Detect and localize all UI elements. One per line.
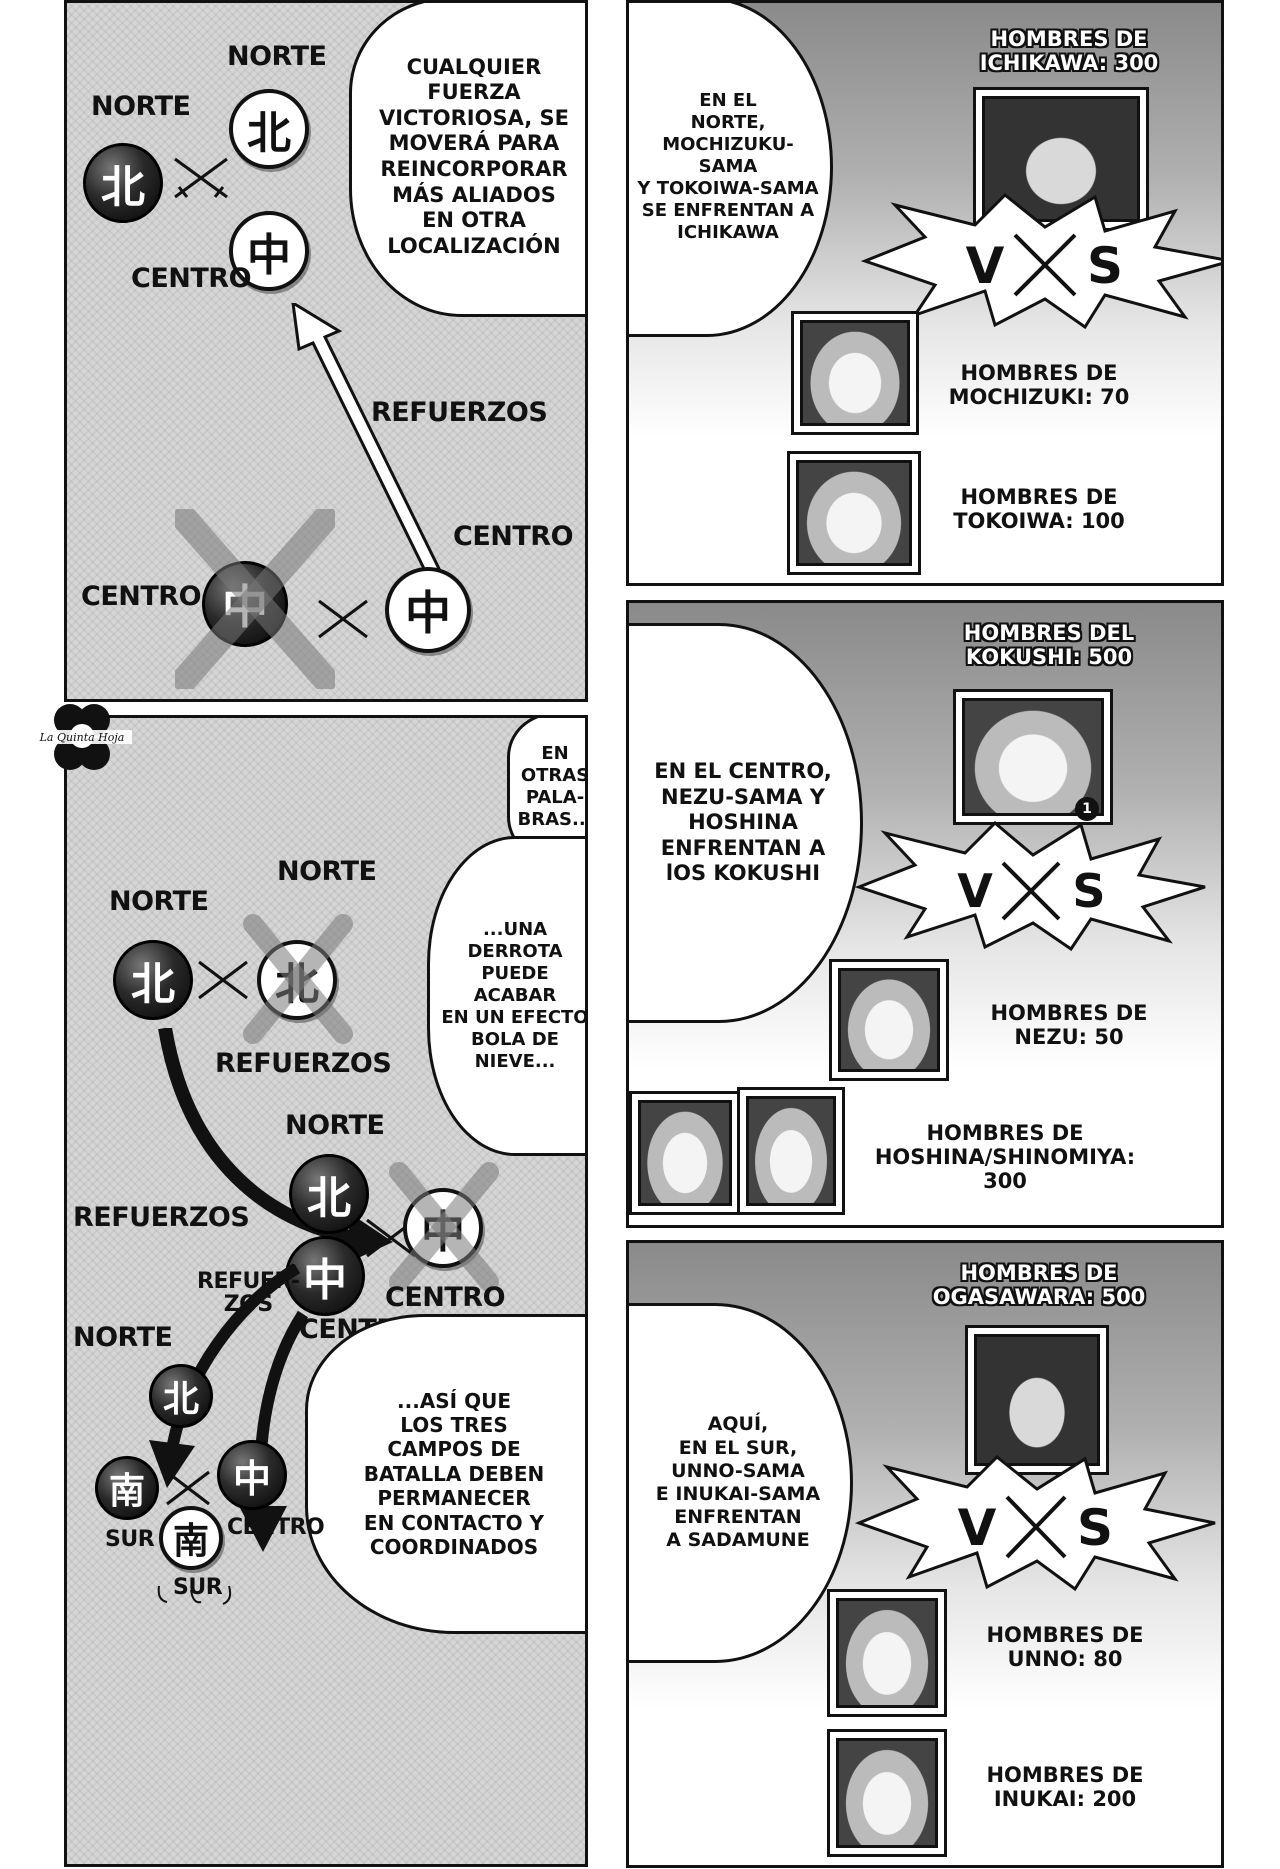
vs-letter-s: S <box>1072 864 1105 918</box>
portrait-unno <box>827 1589 947 1717</box>
center-chip-white: 中 <box>229 211 309 291</box>
label-centro: CENTRO <box>385 1282 506 1313</box>
scanlator-name: La Quinta Hoja <box>39 731 125 744</box>
vs-letter-s: S <box>1077 1499 1113 1557</box>
character-face <box>800 320 910 426</box>
label-sur: SUR <box>105 1527 155 1552</box>
label-sur: SUR <box>173 1575 223 1600</box>
panel-reinforcement-diagram: CUALQUIER FUERZA VICTORIOSA, SE MOVERÁ P… <box>64 0 588 702</box>
vs-letter-v: V <box>966 237 1005 295</box>
panel-north-battle: EN EL NORTE, MOCHIZUKU-SAMA Y TOKOIWA-SA… <box>626 0 1224 586</box>
scanlator-clover-logo: La Quinta Hoja <box>32 704 132 770</box>
portrait-number: 1 <box>1075 797 1099 821</box>
label-norte: NORTE <box>277 856 377 887</box>
crossed-swords-icon <box>198 960 248 1000</box>
enemy-troops-label: HOMBRES DE ICHIKAWA: 300 <box>979 27 1159 76</box>
crossed-swords-icon <box>174 157 228 199</box>
center-chip-white: 中 <box>385 567 471 653</box>
vs-burst-icon: V S <box>854 821 1206 951</box>
vs-burst-icon: V S <box>860 192 1221 330</box>
label-refuerzos: REFUERZOS <box>215 1048 392 1079</box>
vs-letter-v: V <box>957 864 993 918</box>
defeat-x-icon <box>389 1162 499 1292</box>
defeat-x-icon <box>243 914 353 1044</box>
character-face <box>836 1738 938 1848</box>
sweat-marks <box>157 1585 232 1605</box>
character-face <box>796 460 912 566</box>
panel-snowball-diagram: EN OTRAS PALA- BRAS... ...UNA DERROTA PU… <box>64 715 588 1867</box>
panel-south-battle: AQUÍ, EN EL SUR, UNNO-SAMA E INUKAI-SAMA… <box>626 1240 1224 1868</box>
speech-bubble: EN EL NORTE, MOCHIZUKU-SAMA Y TOKOIWA-SA… <box>629 3 833 337</box>
character-face <box>974 1334 1100 1466</box>
enemy-troops-label: HOMBRES DE OGASAWARA: 500 <box>932 1261 1146 1310</box>
north-chip-black: 北 <box>289 1154 369 1234</box>
label-centro: CENTRO <box>227 1515 325 1540</box>
center-chip-black: 中 <box>217 1440 287 1510</box>
north-chip-black: 北 <box>113 940 193 1020</box>
portrait-hoshina <box>629 1091 741 1215</box>
character-face <box>746 1096 836 1206</box>
ally-troops-label: HOMBRES DE TOKOIWA: 100 <box>953 485 1125 534</box>
ally-troops-label: HOMBRES DE UNNO: 80 <box>986 1623 1144 1672</box>
character-face <box>962 698 1104 816</box>
enemy-troops-label: HOMBRES DEL KOKUSHI: 500 <box>963 621 1135 670</box>
south-chip-black: 南 <box>95 1456 159 1520</box>
speech-bubble: EN EL CENTRO, NEZU-SAMA Y HOSHINA ENFREN… <box>629 623 863 1023</box>
speech-bubble: ...ASÍ QUE LOS TRES CAMPOS DE BATALLA DE… <box>305 1314 585 1634</box>
character-face <box>638 1100 732 1206</box>
north-chip-black: 北 <box>149 1364 213 1428</box>
north-chip-white: 北 <box>229 89 309 169</box>
panel-center-battle: EN EL CENTRO, NEZU-SAMA Y HOSHINA ENFREN… <box>626 600 1224 1228</box>
ally-troops-label: HOMBRES DE NEZU: 50 <box>990 1001 1148 1050</box>
label-norte: NORTE <box>109 886 209 917</box>
label-centro: CENTRO <box>131 263 252 294</box>
label-norte: NORTE <box>73 1322 173 1353</box>
portrait-nezu <box>829 959 949 1081</box>
north-chip-black: 北 <box>83 143 163 223</box>
label-norte: NORTE <box>91 91 191 122</box>
ally-troops-label: HOMBRES DE MOCHIZUKI: 70 <box>948 361 1130 410</box>
speech-bubble: CUALQUIER FUERZA VICTORIOSA, SE MOVERÁ P… <box>349 3 585 317</box>
vs-burst-icon: V S <box>854 1454 1216 1592</box>
vs-letter-s: S <box>1087 237 1123 295</box>
label-refuerzos: REFUERZOS <box>371 397 548 428</box>
portrait-mochizuki <box>791 311 919 435</box>
label-norte: NORTE <box>285 1110 385 1141</box>
speech-bubble: AQUÍ, EN EL SUR, UNNO-SAMA E INUKAI-SAMA… <box>629 1303 853 1663</box>
crossed-swords-icon <box>166 1470 210 1506</box>
label-centro: CENTRO <box>453 521 574 552</box>
south-chip-white: 南 <box>159 1506 223 1570</box>
crossed-swords-icon <box>318 599 368 639</box>
label-centro: CENTRO <box>81 581 202 612</box>
character-face <box>836 1598 938 1708</box>
label-refuerzos: REFUERZOS <box>73 1202 250 1233</box>
portrait-inukai <box>827 1729 947 1857</box>
portrait-shinomiya <box>737 1087 845 1215</box>
speech-bubble: ...UNA DERROTA PUEDE ACABAR EN UN EFECTO… <box>427 836 585 1156</box>
ally-troops-label: HOMBRES DE HOSHINA/SHINOMIYA: 300 <box>874 1121 1136 1194</box>
defeat-x-icon <box>175 509 335 689</box>
portrait-tokoiwa <box>787 451 921 575</box>
portrait-ogasawara <box>965 1325 1109 1475</box>
label-norte: NORTE <box>227 41 327 72</box>
ally-troops-label: HOMBRES DE INUKAI: 200 <box>986 1763 1144 1812</box>
character-face <box>838 968 940 1072</box>
vs-letter-v: V <box>958 1499 997 1557</box>
